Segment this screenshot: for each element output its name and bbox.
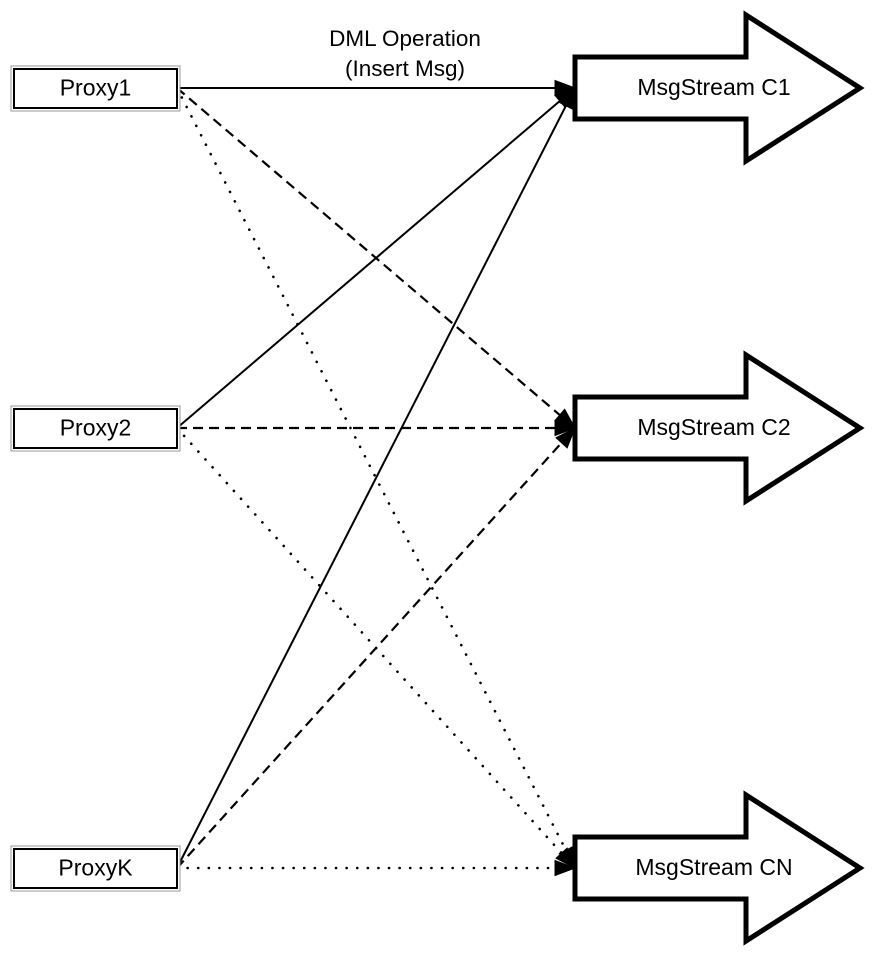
proxy-label-proxy2: Proxy2	[60, 415, 132, 441]
arrowhead-head-c2	[554, 408, 577, 449]
arrowhead-tip-proxyK-to-c1	[558, 86, 576, 110]
msgstream-label-stream_cn: MsgStream CN	[635, 854, 792, 880]
proxy-label-proxyK: ProxyK	[58, 855, 133, 881]
msgstream-arrow-shape-stream_c2	[572, 350, 865, 506]
msgstream-arrow-shape-stream_c1	[572, 10, 865, 166]
msgstream-node-stream_cn[interactable]: MsgStream CN	[572, 790, 865, 946]
proxy-node-proxy2[interactable]: Proxy2	[10, 405, 181, 452]
proxy-box-proxy2	[13, 408, 178, 449]
annotation-line-2: (Insert Msg)	[345, 56, 465, 81]
msgstream-arrows-group: MsgStream C1 MsgStream C2 MsgStream CN	[572, 10, 865, 946]
arrowhead-tip-proxyK-to-c2	[555, 426, 576, 449]
proxy-label-proxy1: Proxy1	[60, 75, 132, 101]
annotation-line-1: DML Operation	[329, 26, 481, 51]
arrowhead-tip-proxy2-to-cn	[555, 847, 576, 870]
proxy-node-proxyK[interactable]: ProxyK	[10, 845, 181, 892]
proxy-box-proxy1	[13, 68, 178, 109]
arrowhead-tip-proxy2-to-c2	[554, 419, 577, 437]
arrowheads-group	[554, 79, 577, 877]
msgstream-node-stream_c2[interactable]: MsgStream C2	[572, 350, 865, 506]
arrowhead-head-c1	[554, 79, 577, 110]
arrowhead-head-cn	[554, 846, 577, 877]
msgstream-label-stream_c1: MsgStream C1	[637, 74, 790, 100]
edge-proxyK-to-c1	[176, 87, 576, 869]
msgstream-node-stream_c1[interactable]: MsgStream C1	[572, 10, 865, 166]
proxy-box-proxyK	[13, 848, 178, 889]
proxy-node-proxy1[interactable]: Proxy1	[10, 65, 181, 112]
arrowhead-tip-proxyK-to-cn	[554, 859, 577, 877]
msgstream-label-stream_c2: MsgStream C2	[637, 414, 790, 440]
edge-proxyK-to-c2	[176, 427, 576, 869]
dml-operation-annotation: DML Operation (Insert Msg)	[329, 26, 481, 81]
edge-lines-group	[175, 86, 577, 870]
msgstream-arrow-shape-stream_cn	[572, 790, 865, 946]
edge-proxy2-to-c1	[176, 87, 576, 429]
